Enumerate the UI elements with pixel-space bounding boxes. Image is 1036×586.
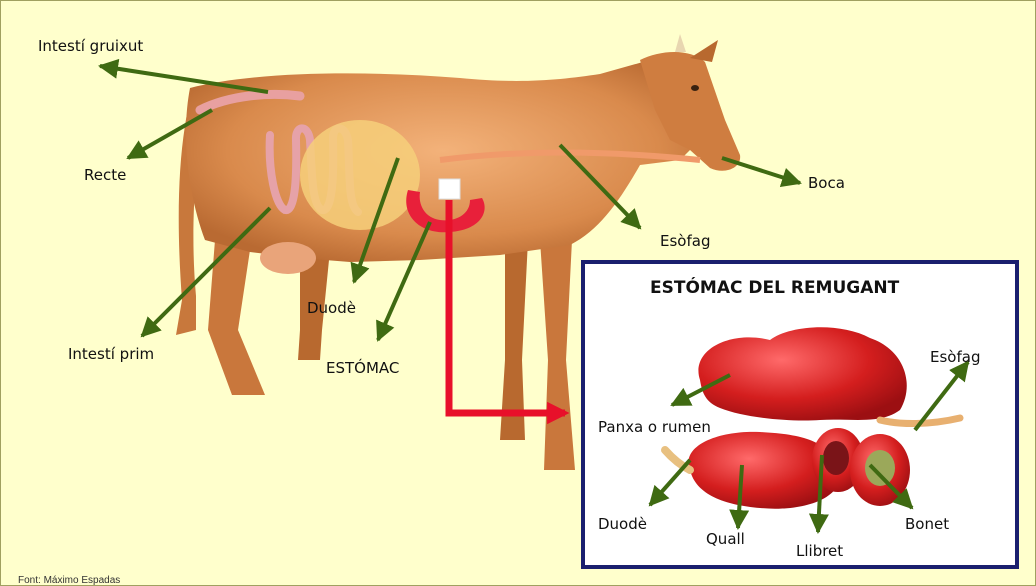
label-stomach: ESTÓMAC bbox=[326, 358, 399, 377]
omasum-inner bbox=[823, 441, 849, 475]
inset-label-duodenum: Duodè bbox=[598, 515, 647, 533]
inset-label-esophagus: Esòfag bbox=[930, 348, 980, 366]
ruminant-stomach-inset: ESTÓMAC DEL REMUGANT bbox=[583, 262, 1017, 567]
inset-label-abomasum: Quall bbox=[706, 530, 745, 548]
label-large-intestine: Intestí gruixut bbox=[38, 37, 143, 55]
inset-label-omasum: Llibret bbox=[796, 542, 843, 560]
label-small-intestine: Intestí prim bbox=[68, 345, 154, 363]
arrow-mouth bbox=[722, 158, 800, 183]
cow-udder bbox=[260, 242, 316, 274]
cow-horn bbox=[675, 34, 686, 52]
label-mouth: Boca bbox=[808, 174, 845, 192]
inset-label-reticulum: Bonet bbox=[905, 515, 949, 533]
label-esophagus: Esòfag bbox=[660, 232, 710, 250]
cow-front-leg bbox=[540, 240, 575, 470]
source-credit: Font: Máximo Espadas bbox=[18, 575, 120, 586]
label-duodenum: Duodè bbox=[307, 299, 356, 317]
cow-eye bbox=[691, 85, 699, 91]
stomach-marker bbox=[439, 179, 460, 199]
inset-label-rumen: Panxa o rumen bbox=[598, 418, 711, 436]
inset-title: ESTÓMAC DEL REMUGANT bbox=[650, 276, 900, 298]
cow-ear bbox=[690, 40, 718, 62]
reticulum-inner bbox=[865, 450, 895, 486]
rumen-organ-detail bbox=[698, 327, 906, 420]
label-rectum: Recte bbox=[84, 166, 126, 184]
rumen-organ bbox=[300, 120, 420, 230]
